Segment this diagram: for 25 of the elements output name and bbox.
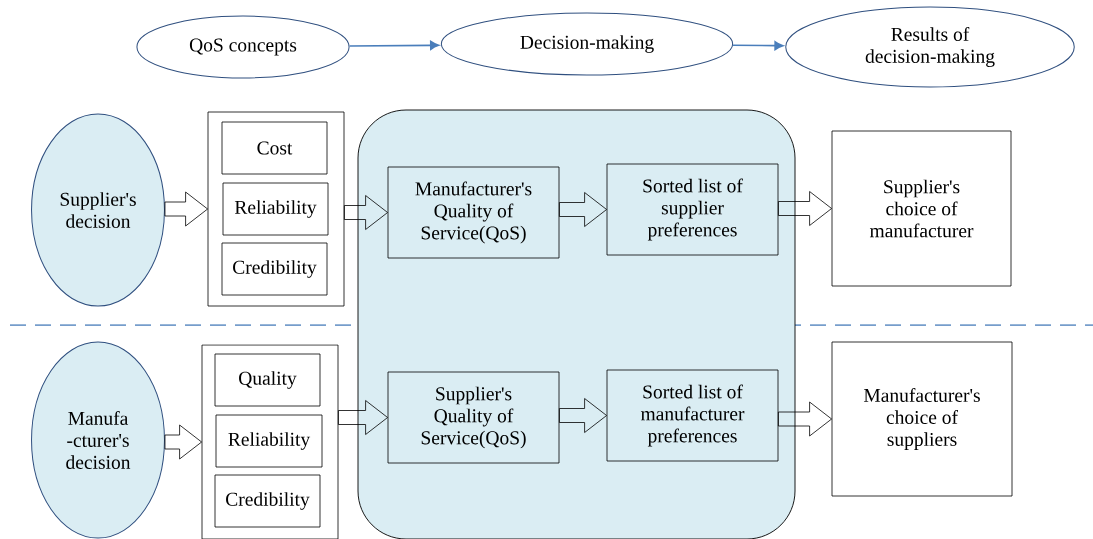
block-arrow bbox=[778, 191, 832, 226]
criterion-box: Credibility bbox=[214, 474, 321, 528]
criterion-box: Reliability bbox=[215, 414, 323, 468]
result-box: Manufacturer's choice of suppliers bbox=[831, 341, 1013, 497]
process-box: Sorted list of supplier preferences bbox=[606, 163, 779, 256]
result-box: Supplier's choice of manufacturer bbox=[831, 130, 1012, 287]
process-box: Supplier's Quality of Service(QoS) bbox=[387, 371, 560, 464]
block-arrow bbox=[778, 401, 832, 437]
process-box: Manufacturer's Quality of Service(QoS) bbox=[387, 166, 560, 259]
process-region bbox=[357, 109, 796, 539]
criterion-box: Quality bbox=[214, 353, 321, 407]
process-box: Sorted list of manufacturer preferences bbox=[606, 369, 779, 462]
criteria-box bbox=[201, 344, 339, 539]
criterion-box: Cost bbox=[221, 121, 328, 175]
block-arrow bbox=[164, 424, 202, 460]
block-arrow bbox=[559, 192, 607, 227]
block-arrow bbox=[164, 191, 208, 227]
criterion-box: Credibility bbox=[221, 242, 328, 296]
block-arrow bbox=[344, 195, 388, 230]
block-arrow bbox=[559, 398, 607, 433]
arrow bbox=[348, 40, 440, 51]
block-arrow bbox=[338, 400, 388, 435]
arrow bbox=[732, 41, 784, 51]
criteria-box bbox=[207, 111, 345, 307]
criterion-box: Reliability bbox=[222, 182, 329, 236]
